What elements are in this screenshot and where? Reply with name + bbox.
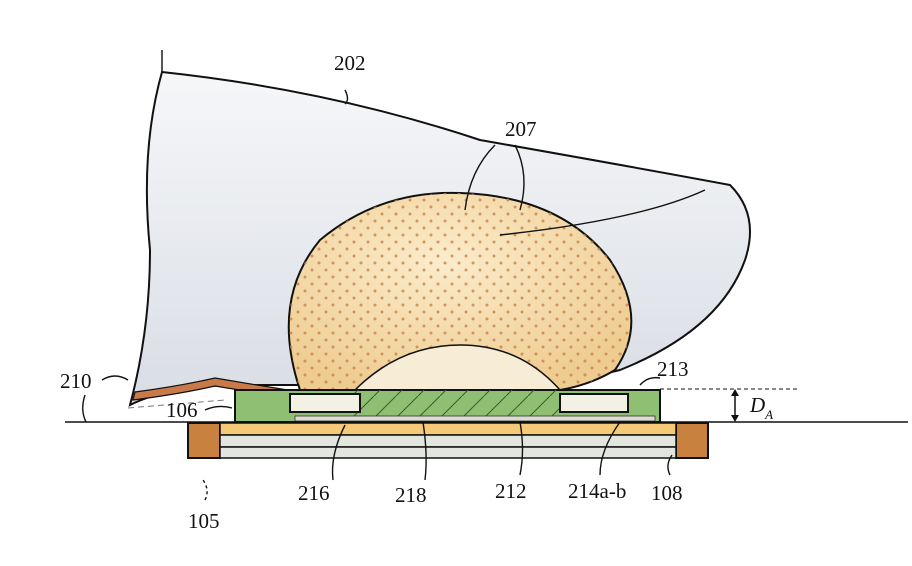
electrode-left [289, 393, 361, 413]
label-213: 213 [657, 357, 689, 381]
label-216: 216 [298, 481, 330, 505]
label-106: 106 [166, 398, 198, 422]
substrate-mid [219, 434, 677, 448]
distance-subscript: A [764, 407, 773, 422]
substrate-top [219, 422, 677, 436]
label-214a-b: 214a-b [568, 479, 626, 503]
label-distance: DA [749, 393, 773, 422]
label-202: 202 [334, 51, 366, 75]
label-218: 218 [395, 483, 427, 507]
label-108: 108 [651, 481, 683, 505]
label-210: 210 [60, 369, 92, 393]
distance-symbol: D [749, 393, 765, 417]
electrode-right [559, 393, 629, 413]
substrate-bottom [219, 446, 677, 459]
label-105: 105 [188, 509, 220, 533]
label-212: 212 [495, 479, 527, 503]
end-cap-right [675, 422, 709, 459]
end-cap-left [187, 422, 221, 459]
label-207: 207 [505, 117, 537, 141]
